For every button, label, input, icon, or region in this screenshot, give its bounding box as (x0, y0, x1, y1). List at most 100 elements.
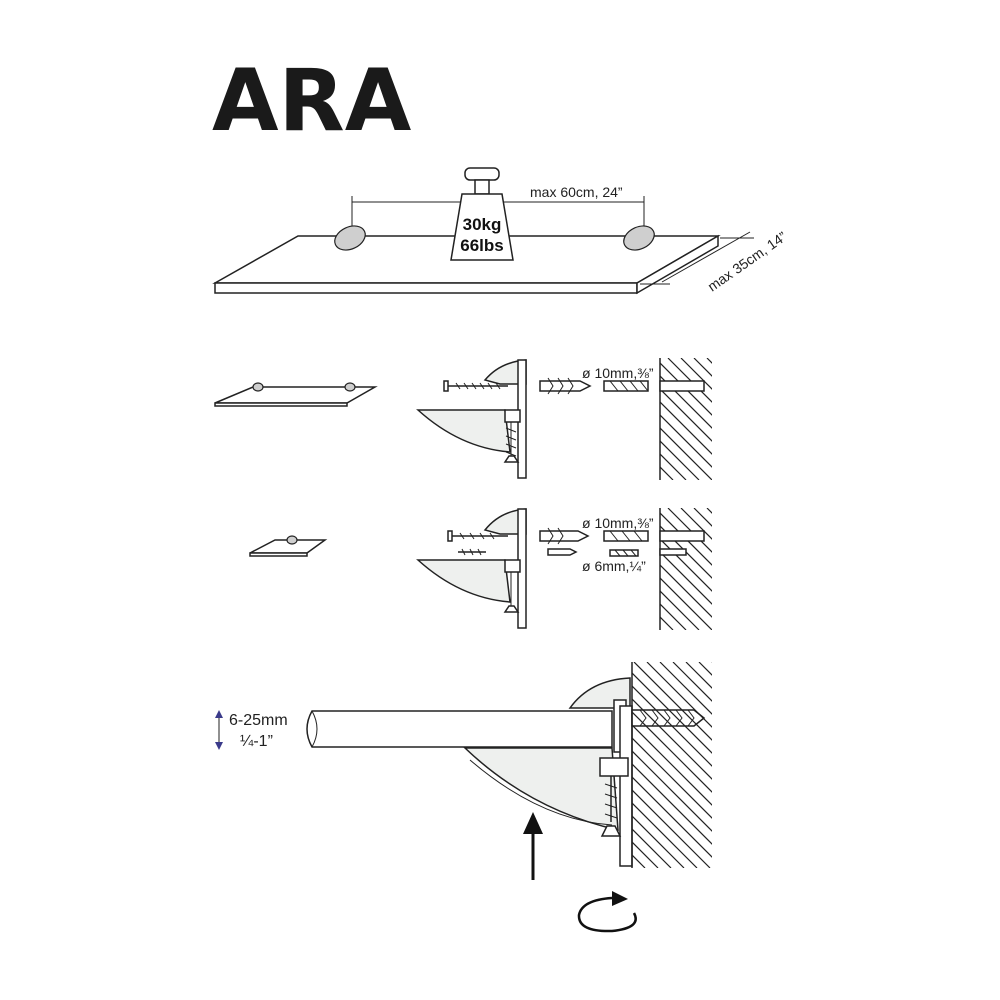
hatch-line (632, 737, 712, 819)
wall-cross-section (659, 358, 946, 480)
drill-small-label: ø 6mm,¼” (582, 558, 646, 574)
hatch-line (746, 358, 868, 480)
hatch-line (785, 358, 907, 480)
step-mounting-detail: 6-25mm ¼-1” (215, 662, 1000, 933)
hatch-line (803, 662, 1000, 868)
thickness-label-mm: 6-25mm (229, 712, 288, 729)
hatch-line (632, 776, 712, 858)
hatch-line (811, 358, 933, 480)
hatch-line (680, 508, 712, 540)
hatch-line (790, 662, 996, 868)
hatch-line (772, 358, 894, 480)
hatch-line (759, 508, 881, 630)
wall-cross-section-2 (659, 508, 946, 630)
bracket-side-view (416, 359, 527, 479)
drilled-hole (659, 380, 705, 392)
drill-bit-small-icon (609, 549, 639, 557)
hatch-line (660, 388, 712, 442)
hatch-line (632, 711, 712, 793)
hatch-line (660, 603, 687, 630)
hatch-line (685, 662, 712, 689)
hatch-line (868, 662, 1000, 868)
wall-plug-small-icon (547, 548, 578, 556)
hatch-line (706, 358, 712, 364)
hatch-line (698, 662, 712, 676)
hatch-line (632, 828, 672, 868)
hatch-line (764, 662, 970, 868)
depth-dimension-line (661, 231, 751, 283)
hatch-line (798, 358, 920, 480)
rotate-clockwise-icon (577, 891, 637, 933)
wall-plug-large-icon (539, 527, 590, 545)
wall-plug-icon (539, 377, 592, 395)
hatch-line (855, 662, 1000, 868)
hatch-line (907, 662, 1000, 868)
hatch-line (725, 662, 931, 868)
hatch-line (816, 662, 1000, 868)
hatch-line (632, 685, 712, 767)
weight-lbs-label: 66lbs (460, 236, 503, 255)
hatch-line (733, 358, 855, 480)
hatch-line (693, 358, 712, 377)
hatch-line (824, 358, 946, 480)
hatch-line (660, 440, 700, 480)
hatch-line (667, 358, 712, 403)
hatch-line (829, 662, 1000, 868)
hatch-line (824, 508, 946, 630)
hatch-line (772, 508, 894, 630)
drill-size-label: ø 10mm,⅜” (582, 365, 654, 381)
hatch-line (632, 750, 712, 832)
hatch-line (738, 662, 944, 868)
hatch-line (706, 508, 712, 514)
hatch-line (660, 551, 712, 605)
push-up-arrow-icon (523, 812, 543, 880)
drill-bit-large-icon (603, 530, 649, 542)
hatch-line (660, 375, 712, 429)
bracket-back-plate (619, 705, 633, 867)
glass-pane (306, 710, 613, 748)
hatch-line (720, 358, 842, 480)
hatch-line (660, 577, 712, 630)
drill-bit-icon (603, 380, 649, 392)
hatch-line (632, 802, 698, 868)
hatch-line (881, 662, 1000, 868)
bracket-lower-cup (463, 747, 619, 831)
drill-large-label: ø 10mm,⅜” (582, 515, 654, 531)
hatch-line (751, 662, 957, 868)
hatch-line (646, 662, 712, 728)
hatch-line (777, 662, 983, 868)
hatch-line (667, 508, 712, 553)
hatch-line (660, 401, 712, 455)
hatch-line (660, 564, 712, 618)
hatch-line (660, 538, 712, 592)
hatch-line (733, 508, 855, 630)
weight-kg-label: 30kg (463, 215, 502, 234)
hatch-line (720, 508, 842, 630)
hatch-line (660, 427, 712, 480)
hatch-line (632, 763, 712, 845)
hatch-line (798, 508, 920, 630)
hatch-line (759, 358, 881, 480)
hatch-line (660, 525, 712, 579)
bracket-side-view-2 (416, 508, 527, 629)
hatch-line (785, 508, 907, 630)
hatch-line (660, 453, 687, 480)
hatch-line (632, 815, 685, 868)
product-title: ARA (212, 51, 412, 151)
right-bracket (623, 225, 655, 251)
hatch-line (711, 662, 712, 663)
hatch-line (660, 414, 712, 468)
thickness-label-inch: ¼-1” (240, 733, 273, 750)
shelf-two-brackets-icon (214, 382, 378, 407)
hatch-line (811, 508, 933, 630)
hatch-line (660, 362, 712, 416)
hatch-line (894, 662, 1000, 868)
hatch-line (632, 672, 712, 754)
hatch-line (660, 512, 712, 566)
hatch-line (842, 662, 1000, 868)
glass-shelf-edge (214, 282, 638, 294)
shelf-one-bracket-icon (249, 535, 328, 557)
hatch-line (659, 662, 712, 715)
width-label: max 60cm, 24” (530, 184, 623, 200)
shelf-overview: max 60cm, 24” max 35cm, 14” 30kg 66lbs (212, 167, 790, 294)
